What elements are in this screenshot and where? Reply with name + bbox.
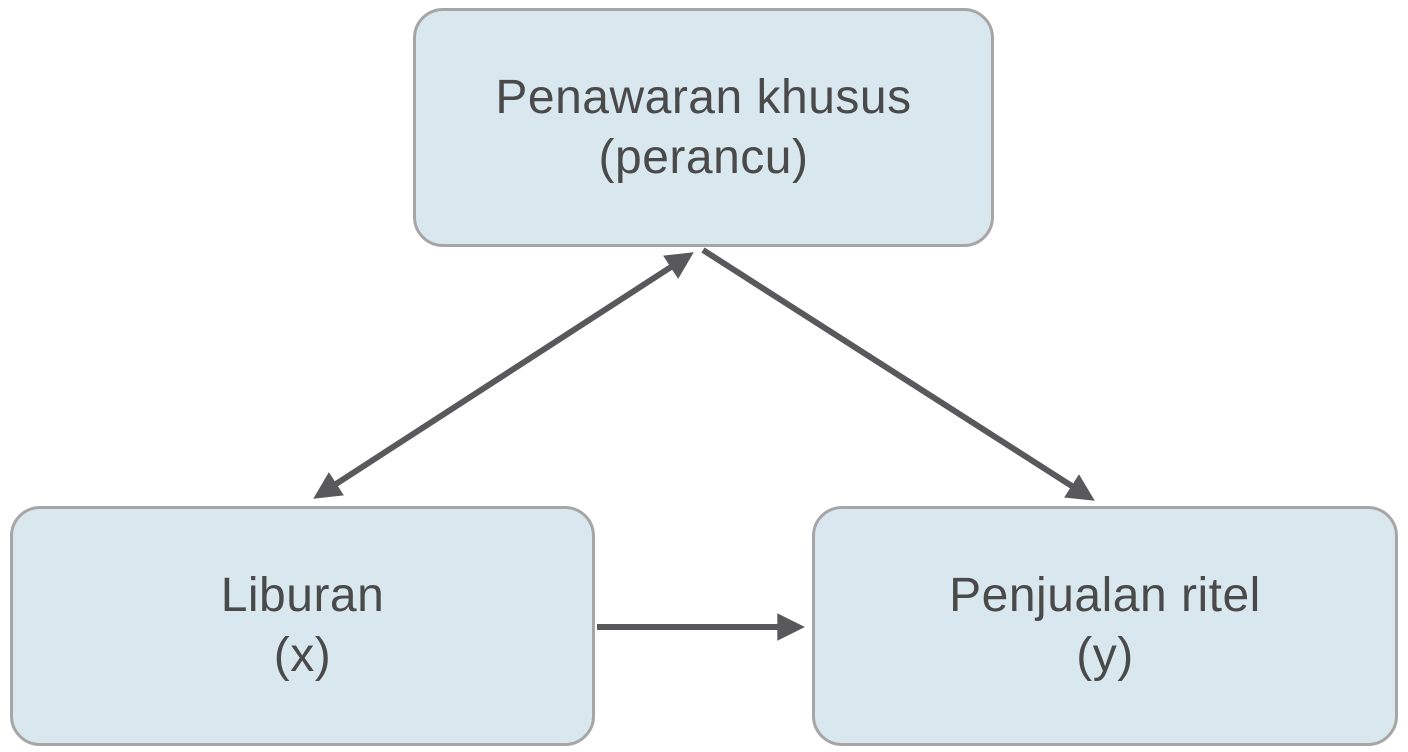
node-confounder-label-line2: (perancu) xyxy=(598,130,809,184)
node-y-penjualan-ritel: Penjualan ritel (y) xyxy=(812,506,1398,746)
node-confounder-label-line1: Penawaran khusus xyxy=(495,70,912,124)
node-x-liburan: Liburan (x) xyxy=(10,506,595,746)
node-confounder: Penawaran khusus (perancu) xyxy=(413,8,994,247)
edge-confounder-y-arrow xyxy=(701,247,1095,501)
node-y-label-line2: (y) xyxy=(1076,629,1134,682)
edge-x-confounder-bidirectional-arrow xyxy=(313,252,694,499)
node-x-label-line2: (x) xyxy=(273,629,332,682)
node-x-label-line1: Liburan xyxy=(220,569,385,622)
node-y-label-line1: Penjualan ritel xyxy=(949,569,1261,622)
